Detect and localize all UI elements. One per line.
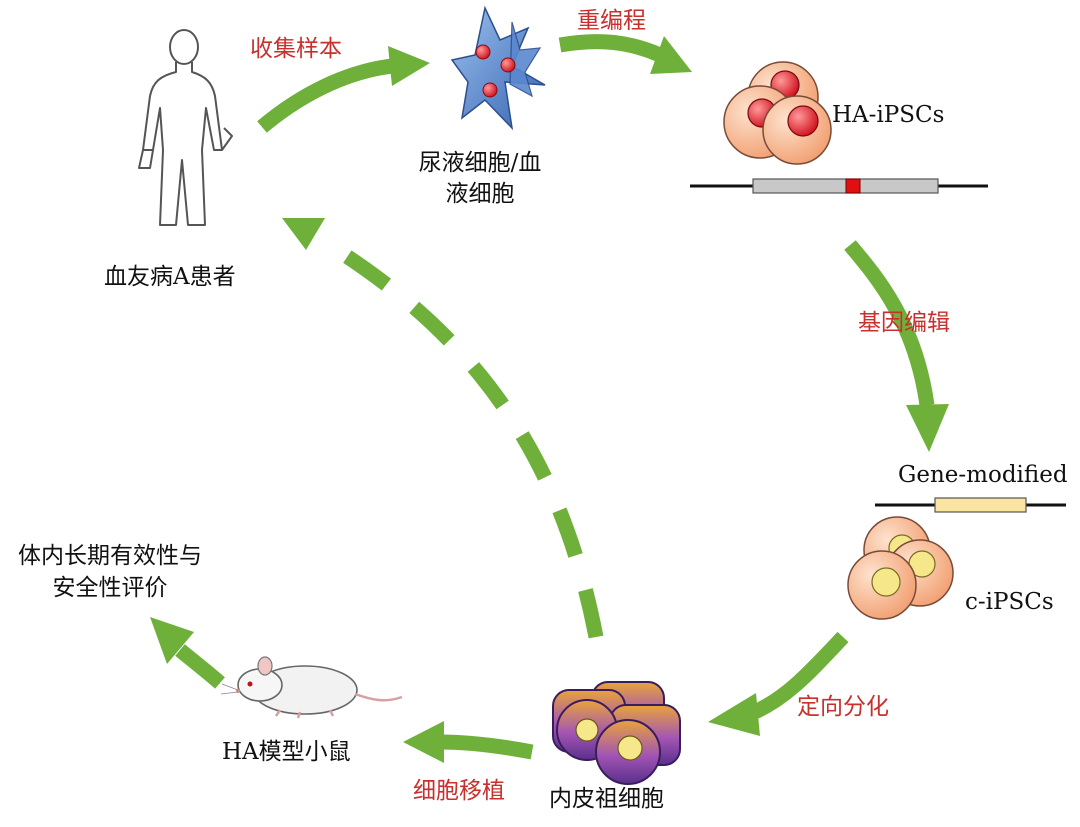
patient-label: 血友病A患者: [104, 264, 236, 290]
patient-figure-icon: [138, 29, 233, 226]
mutant-gene-bar-icon: [690, 178, 988, 194]
arrow-gene-edit: [844, 240, 949, 452]
urine-cells-label-line2: 液细胞: [445, 181, 515, 207]
arrow-collect: [257, 46, 430, 133]
corrected-gene-bar-icon: [875, 497, 1066, 513]
ha-ipscs-cells-icon: [723, 61, 832, 165]
ha-ipscs-label: HA-iPSCs: [832, 102, 945, 128]
arrow-differentiate: [708, 631, 849, 736]
evaluation-label-line1: 体内长期有效性与: [18, 543, 202, 569]
arrow-reprogram: [558, 34, 692, 74]
step-reprogram-label: 重编程: [577, 8, 646, 34]
step-collect-label: 收集样本: [250, 36, 342, 62]
endothelial-progenitor-cells-icon: [552, 681, 681, 785]
urine-cells-label-line1: 尿液细胞/血: [418, 150, 542, 176]
arrow-transplant: [403, 721, 534, 763]
step-gene-edit-label: 基因编辑: [858, 310, 950, 336]
urine-blood-cells-icon: [450, 5, 546, 131]
dashed-return-arrow: [282, 218, 604, 639]
evaluation-label-line2: 安全性评价: [52, 575, 168, 601]
arrow-to-evaluation: [150, 617, 225, 689]
endothelial-progenitor-label: 内皮祖细胞: [549, 786, 664, 812]
step-differentiate-label: 定向分化: [797, 694, 889, 720]
c-ipscs-cells-icon: [847, 516, 954, 620]
step-transplant-label: 细胞移植: [413, 778, 505, 804]
gene-modified-label: Gene-modified: [898, 462, 1068, 488]
c-ipscs-label: c-iPSCs: [965, 589, 1054, 615]
mouse-model-label: HA模型小鼠: [222, 739, 351, 765]
mouse-icon: [220, 656, 403, 719]
